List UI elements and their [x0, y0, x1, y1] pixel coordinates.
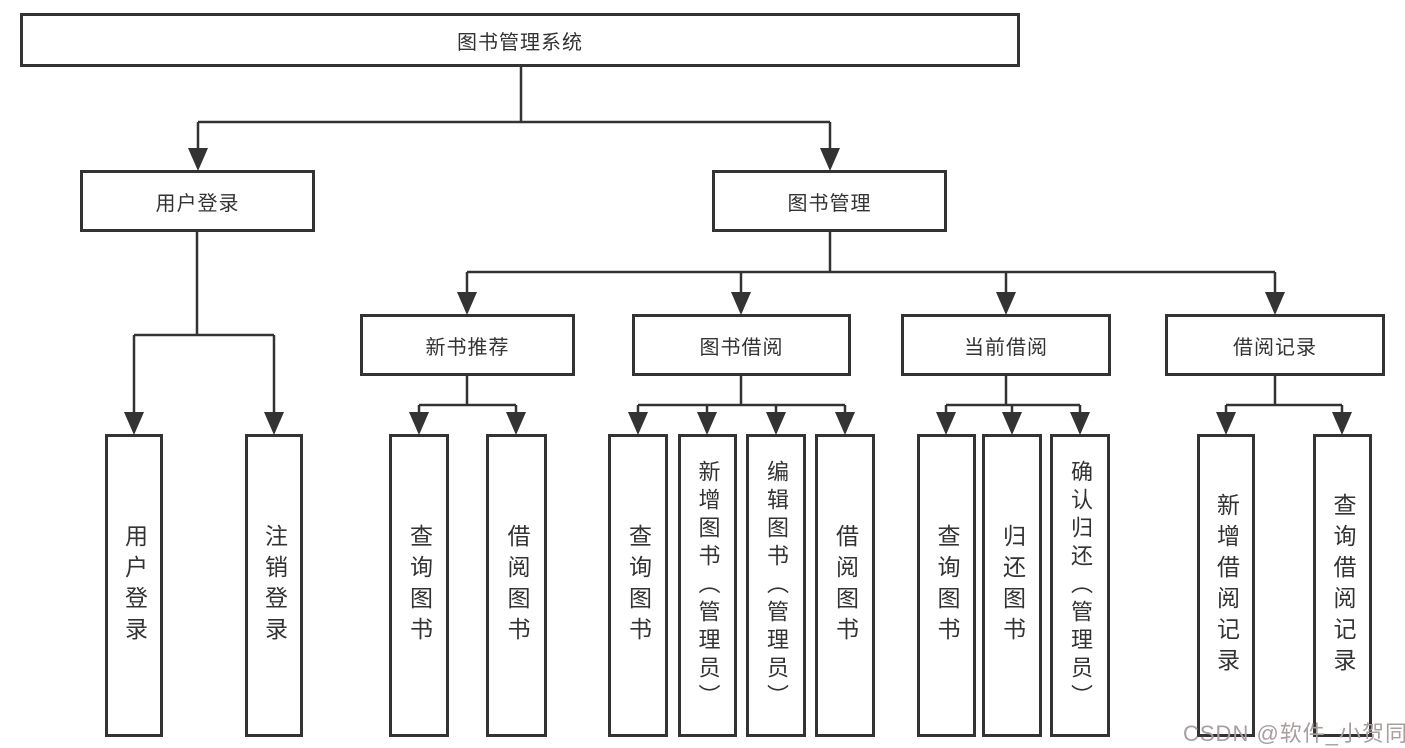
- node-new-book-recommend: 新书推荐: [360, 314, 575, 376]
- leaf-query-borrow-record: 查询借阅记录: [1313, 434, 1372, 737]
- leaf-logout: 注销登录: [245, 434, 303, 737]
- node-current-borrow-label: 当前借阅: [964, 336, 1048, 359]
- leaf-confirm-return-admin-label: 确认归还（管理员）: [1068, 459, 1093, 712]
- leaf-user-login: 用户登录: [105, 434, 163, 737]
- leaf-confirm-return-admin: 确认归还（管理员）: [1050, 434, 1110, 737]
- node-borrow-records-label: 借阅记录: [1233, 336, 1317, 359]
- leaf-logout-label: 注销登录: [261, 523, 288, 648]
- node-borrow-records: 借阅记录: [1165, 314, 1385, 376]
- node-user-login-label: 用户登录: [155, 192, 240, 215]
- leaf-query-borrow-record-label: 查询借阅记录: [1330, 492, 1356, 679]
- node-book-borrow-label: 图书借阅: [699, 336, 784, 359]
- leaf-borrow-books-label: 借阅图书: [832, 523, 859, 648]
- node-book-management: 图书管理: [712, 170, 947, 232]
- leaf-user-login-label: 用户登录: [121, 523, 148, 648]
- leaf-add-borrow-record-label: 新增借阅记录: [1213, 492, 1240, 679]
- csdn-watermark: CSDN @软件_小贺同学: [1183, 721, 1405, 746]
- leaf-edit-books-admin-label: 编辑图书（管理员）: [764, 459, 789, 712]
- node-book-management-label: 图书管理: [787, 192, 872, 215]
- leaf-edit-books-admin: 编辑图书（管理员）: [746, 434, 806, 737]
- leaf-borrow-books-recommend: 借阅图书: [486, 434, 547, 737]
- leaf-query-books-borrow: 查询图书: [608, 434, 668, 737]
- root-node-system-title: 图书管理系统: [20, 13, 1020, 67]
- leaf-return-books-label: 归还图书: [999, 523, 1026, 648]
- leaf-add-books-admin-label: 新增图书（管理员）: [695, 459, 721, 712]
- leaf-add-books-admin: 新增图书（管理员）: [678, 434, 737, 737]
- node-book-borrow: 图书借阅: [632, 314, 851, 376]
- node-new-book-recommend-label: 新书推荐: [425, 336, 510, 359]
- root-node-label: 图书管理系统: [457, 31, 583, 54]
- leaf-query-books-current: 查询图书: [917, 434, 976, 737]
- leaf-return-books: 归还图书: [982, 434, 1042, 737]
- leaf-borrow-books-recommend-label: 借阅图书: [504, 523, 530, 648]
- leaf-borrow-books: 借阅图书: [815, 434, 875, 737]
- leaf-add-borrow-record: 新增借阅记录: [1197, 434, 1255, 737]
- node-current-borrow: 当前借阅: [901, 314, 1111, 376]
- leaf-query-books-recommend-label: 查询图书: [406, 523, 433, 648]
- node-user-login: 用户登录: [80, 170, 315, 232]
- leaf-query-books-borrow-label: 查询图书: [625, 523, 652, 648]
- leaf-query-books-current-label: 查询图书: [934, 523, 960, 648]
- arrowhead-icons: [124, 148, 1352, 435]
- leaf-query-books-recommend: 查询图书: [389, 434, 449, 737]
